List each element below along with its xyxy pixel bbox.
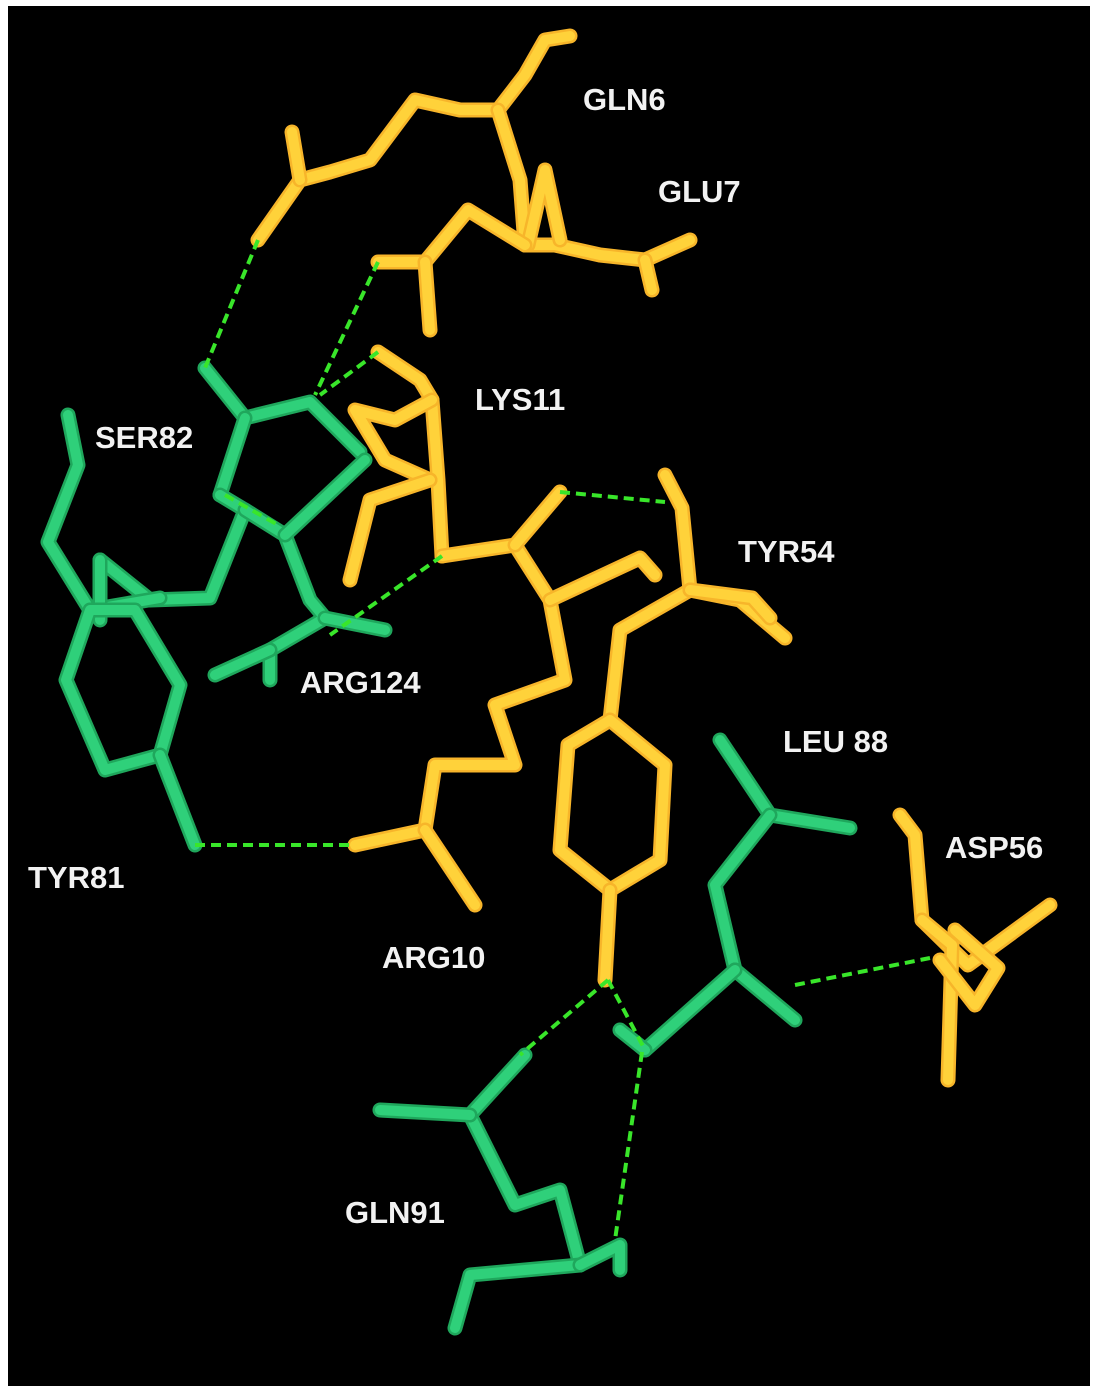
residue-label-lys11: LYS11 — [475, 382, 565, 417]
chain-b-gln91-bond-2 — [375, 1105, 475, 1120]
chain-a-residues — [250, 28, 1058, 1088]
chain-b-arg124-bond-3 — [210, 645, 275, 680]
chain-a-glu7-bond-0 — [523, 235, 695, 265]
chain-a-glu7-bond-2 — [523, 165, 565, 250]
chain-a-gln6-bond-1 — [287, 127, 305, 185]
hydrogen-bond-2 — [318, 350, 380, 397]
chain-a-gln6-bond-0 — [253, 31, 575, 245]
chain-a-gln6-bond-2 — [493, 105, 530, 250]
chain-a-arg10-bond-2 — [510, 487, 565, 550]
chain-a-tyr54-bond-0 — [605, 470, 695, 725]
chain-a-arg10-bond-1 — [420, 825, 480, 910]
chain-a-glu7-bond-3 — [373, 205, 530, 267]
chain-b-arg124-bond-4 — [280, 455, 370, 540]
chain-a-glu7-bond-1 — [640, 255, 657, 295]
chain-a-lys11-bond-1 — [350, 395, 437, 485]
chain-a-tyr54-bond-2 — [685, 585, 775, 623]
chain-b-gln91-bond-4 — [575, 1240, 625, 1275]
chain-a-glu7-bond-4 — [420, 257, 435, 335]
chain-a-lys11-bond-2 — [345, 475, 435, 585]
chain-b-residues — [40, 360, 858, 1336]
hydrogen-bond-4 — [328, 554, 444, 637]
chain-b-leu88-bond-3 — [640, 965, 740, 1055]
chain-b-arg124-bond-0 — [95, 490, 250, 605]
hydrogen-bond-5 — [559, 490, 666, 504]
chain-a-asp56-bond-2 — [935, 925, 1003, 1010]
chain-b-tyr81-bond-3 — [155, 750, 200, 850]
residue-label-gln91: GLN91 — [345, 1195, 445, 1230]
hydrogen-bond-7 — [518, 978, 610, 1057]
hydrogen-bond-10 — [794, 956, 931, 987]
hydrogen-bonds — [195, 239, 931, 1241]
chain-b-leu88-bond-2 — [730, 965, 800, 1025]
chain-b-leu88-bond-1 — [710, 810, 775, 975]
chain-b-leu88-bond-shadow-1 — [707, 807, 778, 978]
residue-label-ser82: SER82 — [95, 420, 193, 455]
chain-b-arg124-bond-shadow-0 — [92, 487, 253, 608]
residue-label-arg124: ARG124 — [300, 665, 421, 700]
chain-b-tyr81-bond-2 — [61, 605, 185, 775]
residue-label-glu7: GLU7 — [658, 174, 741, 209]
residue-label-asp56: ASP56 — [945, 830, 1043, 865]
hydrogen-bond-8 — [606, 979, 647, 1051]
hydrogen-bond-3 — [224, 493, 279, 527]
residue-label-tyr54: TYR54 — [738, 534, 835, 569]
chain-b-gln91-bond-1 — [465, 1050, 585, 1270]
chain-b-ser82-bond-0 — [200, 363, 365, 457]
chain-b-gln91-bond-0 — [615, 1025, 650, 1055]
chain-a-arg10-bond-3 — [545, 553, 660, 605]
hydrogen-bond-9 — [613, 1051, 644, 1241]
chain-b-gln91-bond-3 — [450, 1260, 585, 1333]
chain-b-arg124-bond-2 — [320, 613, 390, 635]
residue-label-leu88: LEU 88 — [783, 724, 888, 759]
chain-a-tyr54-bond-4 — [600, 885, 615, 985]
chain-b-gln91-bond-shadow-1 — [462, 1047, 588, 1273]
hydrogen-bond-1 — [313, 261, 380, 396]
chain-a-asp56-bond-1 — [917, 915, 957, 1085]
chain-b-ser82-bond-1 — [215, 413, 250, 500]
hydrogen-bond-0 — [203, 239, 260, 369]
chain-a-arg10-bond-0 — [350, 540, 570, 850]
residue-label-tyr81: TYR81 — [28, 860, 124, 895]
residue-label-gln6: GLN6 — [583, 82, 666, 117]
residue-label-arg10: ARG10 — [382, 940, 485, 975]
